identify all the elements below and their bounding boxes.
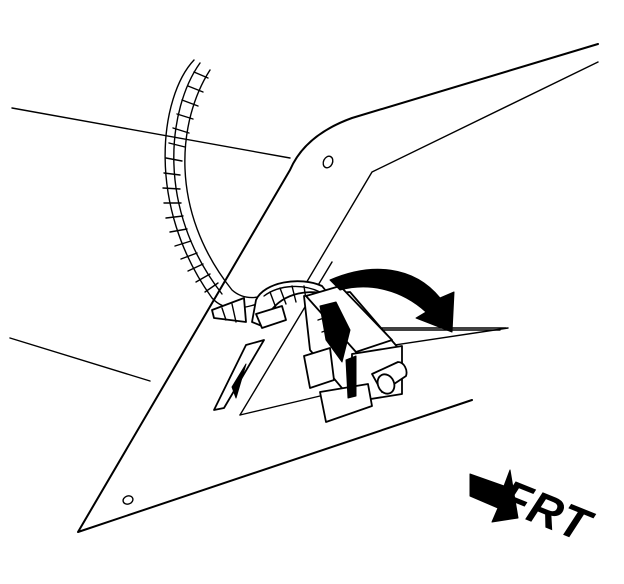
- front-direction-arrow-icon: [469, 469, 519, 523]
- wiring-harness: [162, 59, 291, 323]
- rotate-clockwise-arrow-icon: [329, 268, 455, 333]
- mounting-hole-lower: [122, 495, 134, 505]
- mounting-holes: [122, 155, 334, 505]
- mounting-hole-upper: [322, 155, 334, 169]
- panel-slot: [213, 339, 265, 411]
- harness-ribs: [162, 71, 219, 293]
- electrical-connector: [303, 285, 408, 423]
